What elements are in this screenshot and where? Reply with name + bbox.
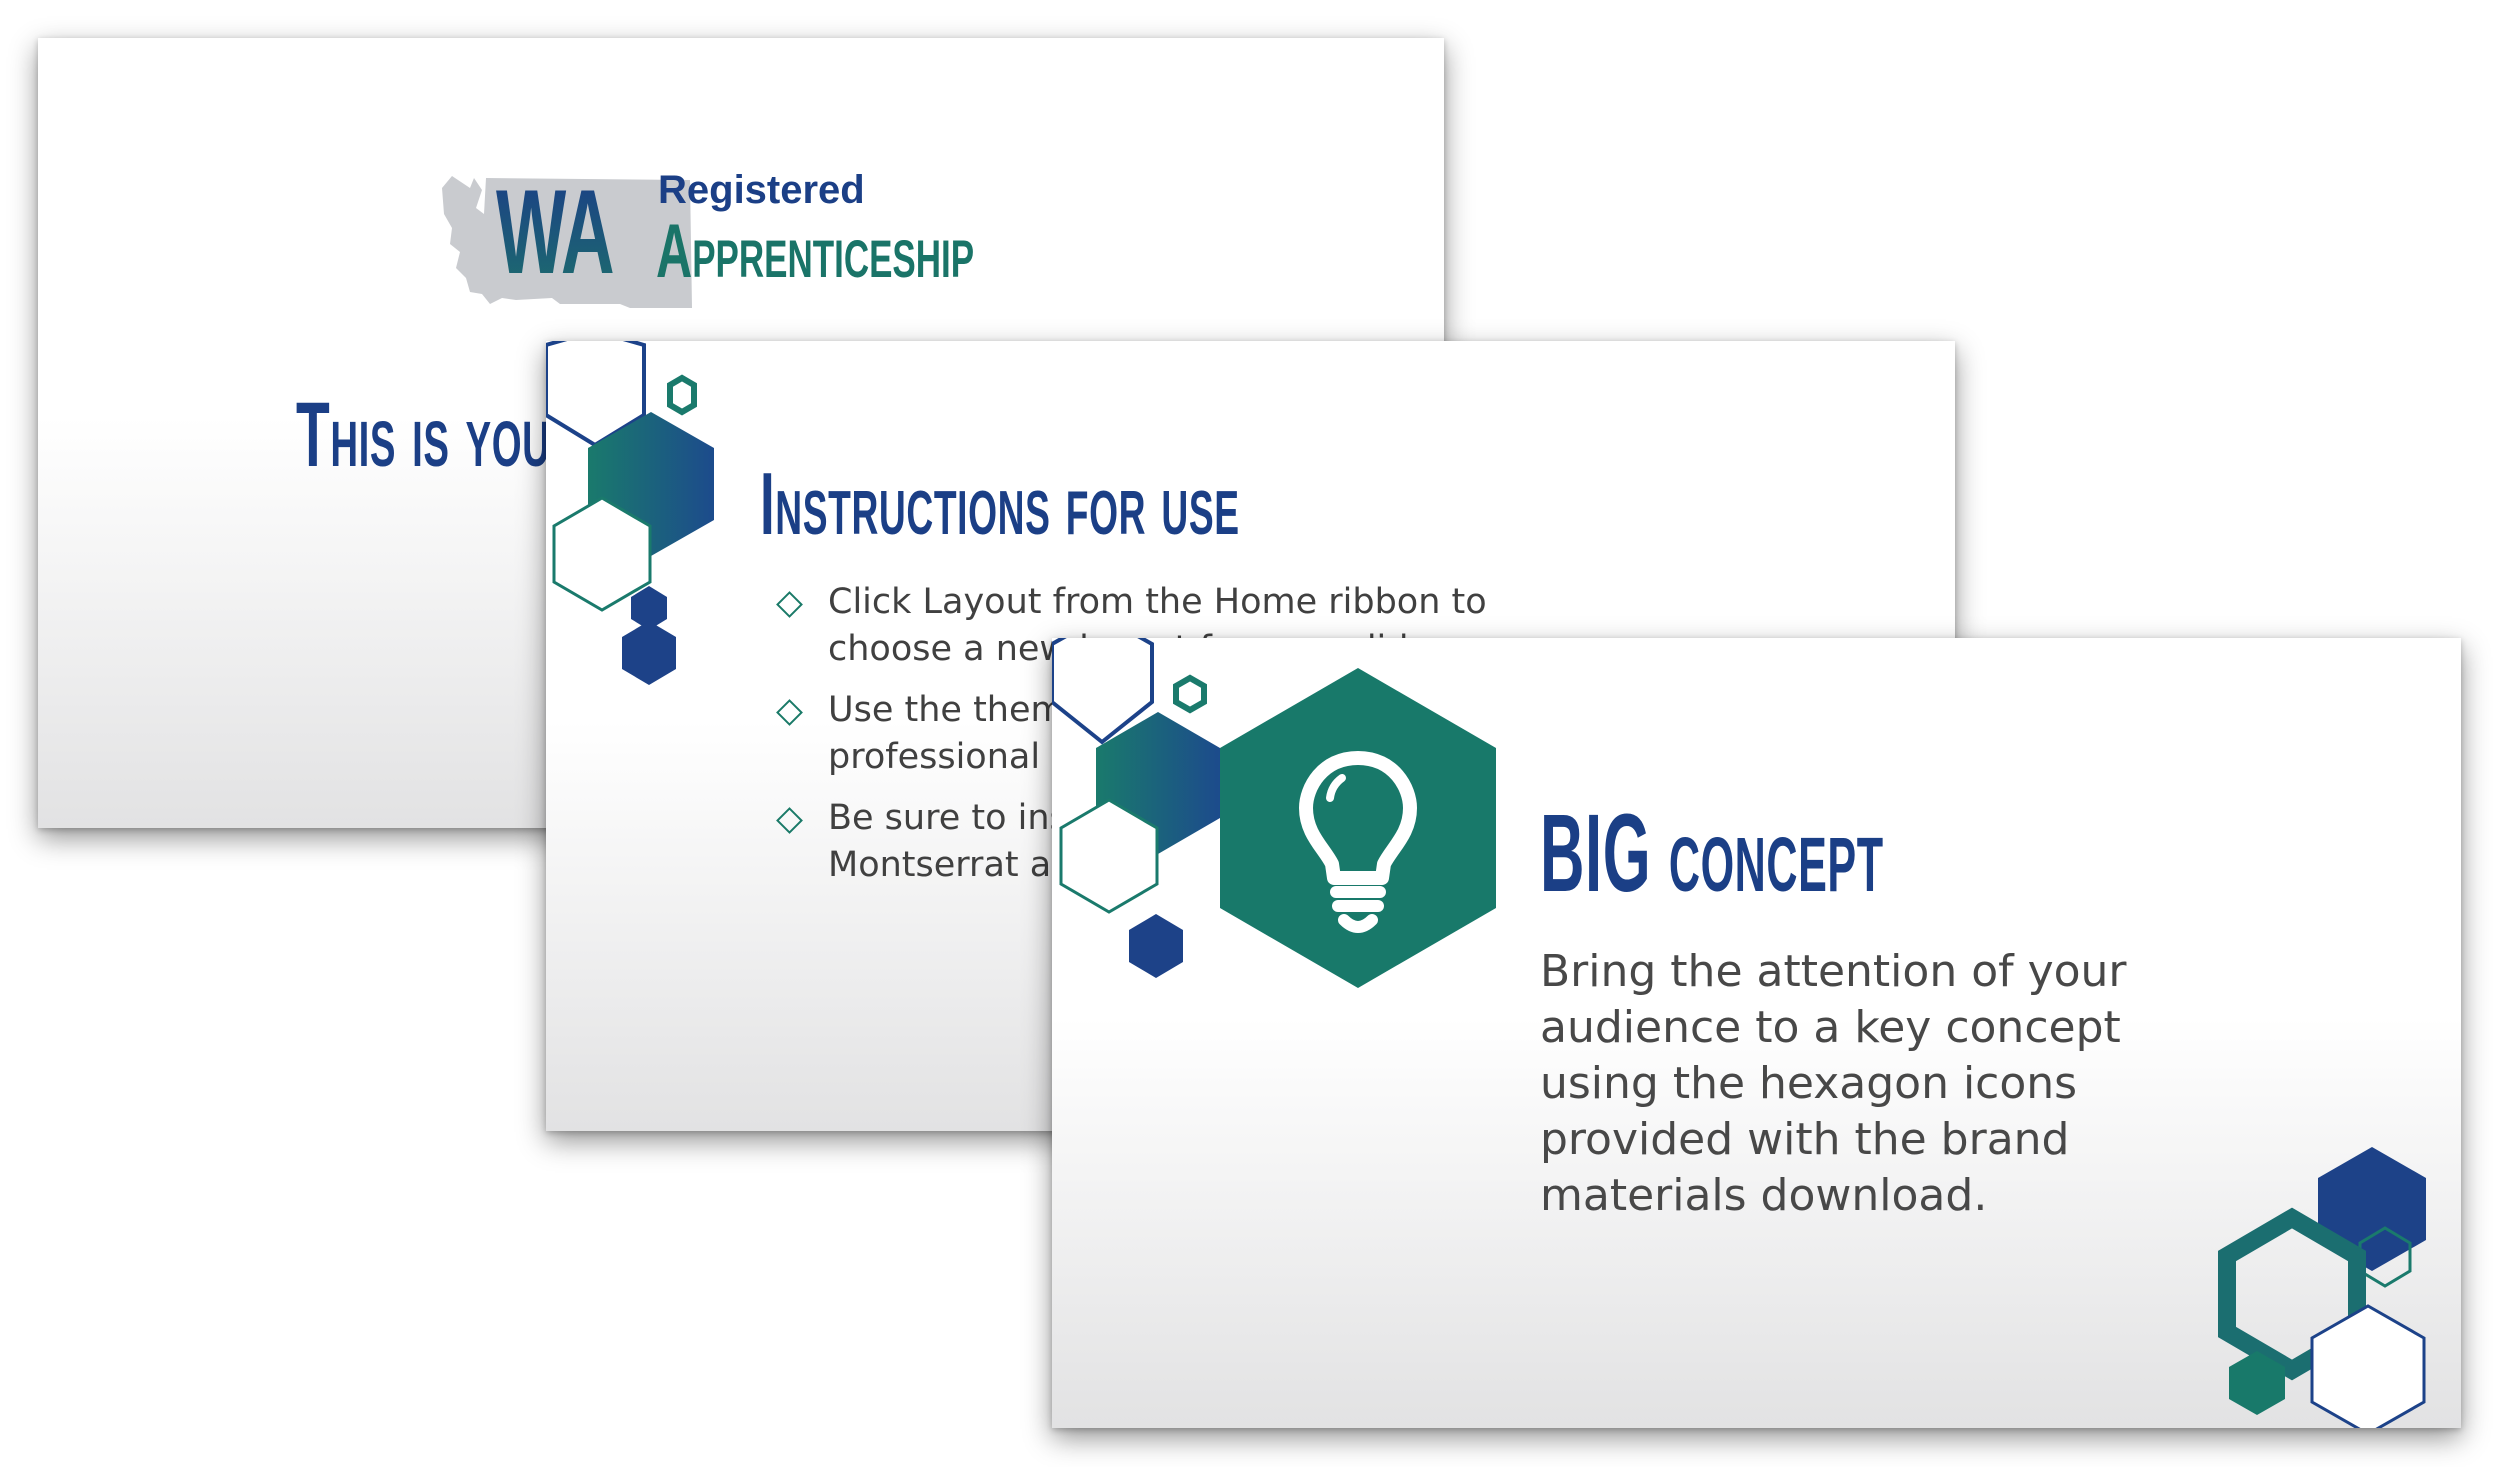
wa-registered-apprenticeship-logo: WA Registered Apprenticeship [430,118,1090,328]
hexagon-shape [1129,914,1183,978]
bullet-text-line: Click Layout from the Home ribbon to [828,582,1487,622]
big-concept-heading: BIG concept [1540,792,1884,915]
hexagon-shape [622,621,676,685]
hexagon-shape [2229,1351,2285,1415]
logo-apprenticeship-text: Apprenticeship [656,209,975,294]
hexagon-cluster-decoration [1052,638,2426,1428]
diamond-outline-icon [776,699,803,726]
hexagon-shape [1059,798,1159,914]
body-text-line: provided with the brand [1540,1114,2070,1165]
hexagon-shape [631,586,667,630]
hexagon-shape [2310,1304,2426,1428]
diamond-outline-icon [776,807,803,834]
big-concept-body: Bring the attention of your audience to … [1540,944,2280,1224]
body-text-line: audience to a key concept [1540,1002,2121,1053]
instructions-heading: Instructions for use [760,454,1240,553]
title-slide-heading: This is your [296,384,579,486]
washington-state-map-icon [442,176,692,308]
hexagon-accent-navy [622,621,676,685]
lightbulb-icon [1299,751,1417,933]
body-text-line: materials download. [1540,1170,1988,1221]
hexagon-shape [1173,674,1207,714]
hexagon-cluster-decoration [546,341,714,630]
body-text-line: using the hexagon icons [1540,1058,2078,1109]
body-text-line: Bring the attention of your [1540,946,2127,997]
logo-registered-text: Registered [658,168,865,212]
hexagon-shape [1052,638,1154,745]
big-concept-slide[interactable]: BIG concept Bring the attention of your … [1052,638,2461,1428]
hexagon-shape [1220,668,1496,988]
diamond-outline-icon [776,591,803,618]
hexagon-shape [667,374,697,416]
hexagon-shape [552,496,652,612]
hexagon-shape [546,341,646,448]
logo-wa-letters: WA [496,165,615,299]
